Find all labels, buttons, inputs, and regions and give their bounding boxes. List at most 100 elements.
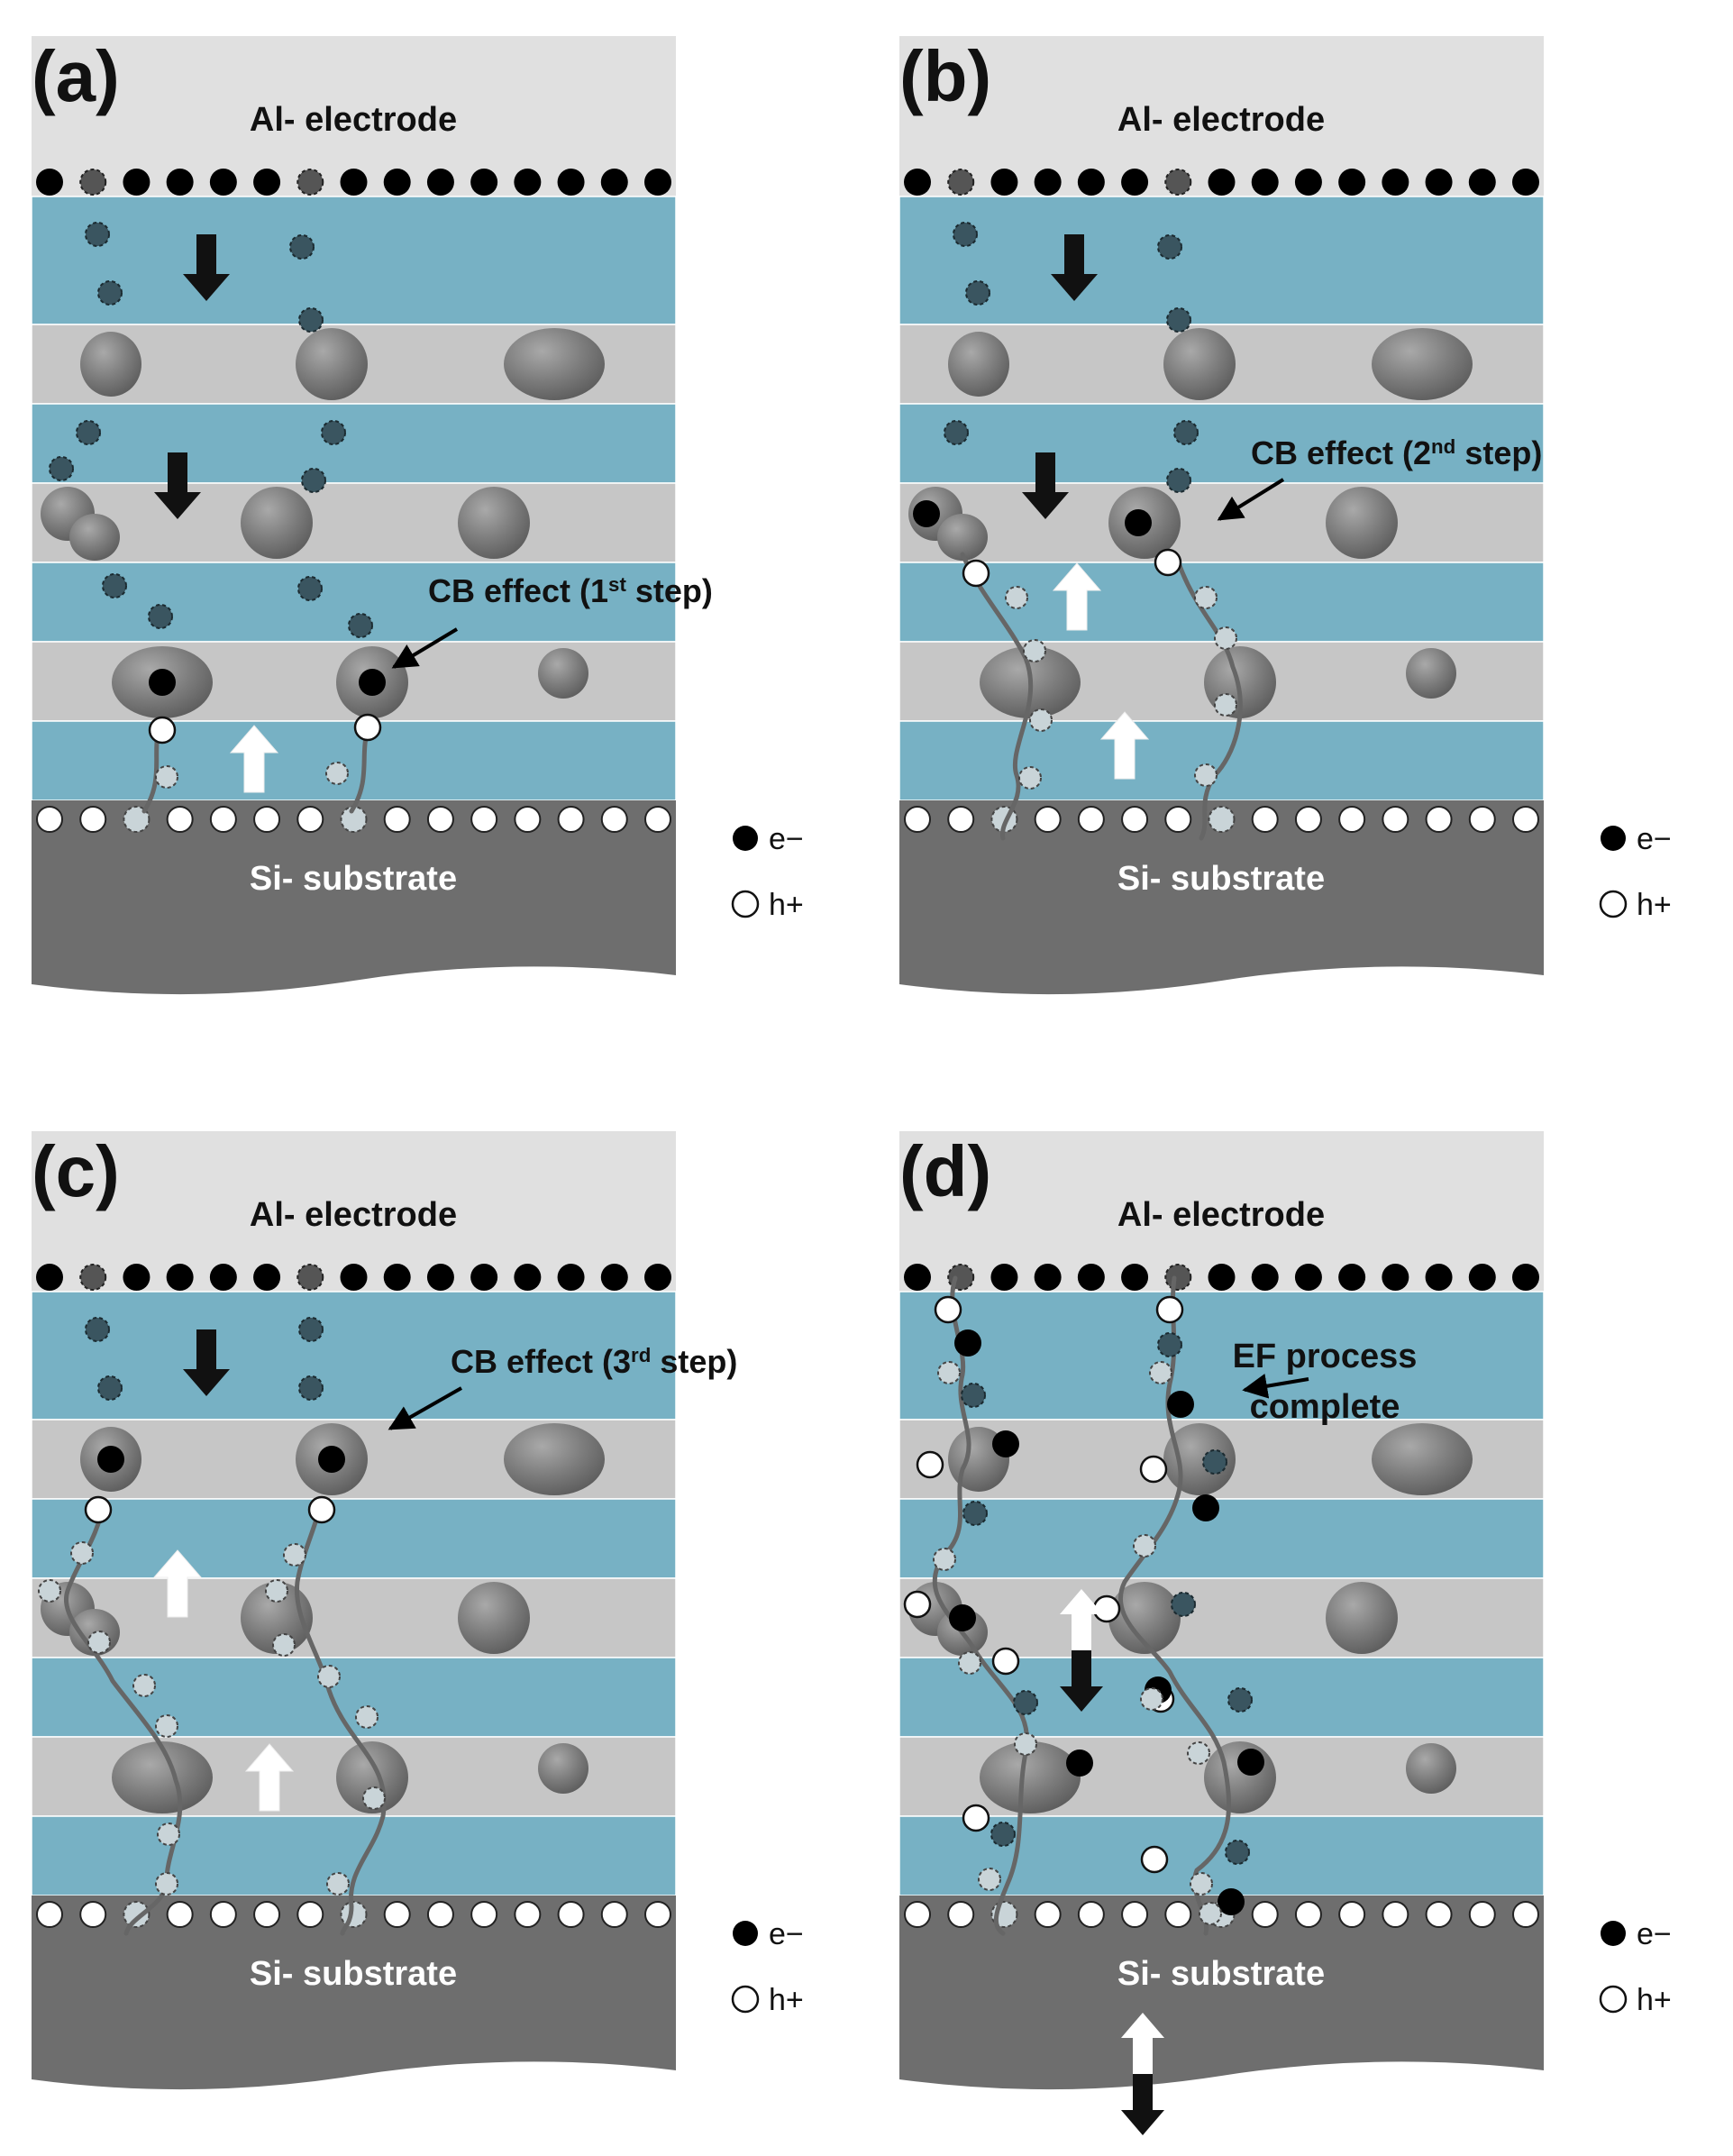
trapped-electron-dot — [79, 169, 107, 196]
trap-hole-dot — [38, 1579, 61, 1603]
trapped-charge-dot — [49, 456, 74, 481]
hole-dot — [1121, 806, 1149, 833]
electron-dot — [514, 1264, 542, 1291]
oxide-layer — [898, 403, 1545, 484]
electron-dot — [557, 169, 585, 196]
electron-dot — [644, 169, 671, 196]
substrate-hole-row — [36, 806, 671, 833]
electron-dot — [123, 1264, 150, 1291]
hole-dot — [383, 806, 411, 833]
electron-dot — [1034, 169, 1062, 196]
trap-hole-dot — [1149, 1361, 1172, 1384]
trapped-charge-dot — [85, 222, 110, 247]
legend: e−h+ — [1599, 1917, 1672, 2017]
annotation-pointer-arrow — [388, 1386, 462, 1430]
hole-dot — [1468, 1901, 1496, 1928]
hole-dot — [1121, 1901, 1149, 1928]
trapped-charge-dot — [298, 307, 324, 333]
annotation-pointer-arrow — [1242, 1373, 1309, 1399]
panel-label: (c) — [32, 1131, 120, 1211]
hole-dot — [307, 1495, 336, 1524]
electron-dot — [1512, 169, 1539, 196]
nanocrystal — [1108, 1582, 1181, 1654]
si-substrate-layer — [899, 800, 1544, 995]
nanocrystal — [458, 487, 530, 559]
substrate-label: Si- substrate — [250, 1955, 457, 1993]
electron-dot — [340, 169, 368, 196]
nanocrystal — [1372, 1423, 1473, 1495]
hole-dot — [904, 1901, 931, 1928]
trap-hole-dot — [1140, 1687, 1163, 1711]
panel-label: (a) — [32, 36, 120, 116]
nanocrystals — [41, 1423, 605, 1813]
trapped-electron-dot — [947, 169, 975, 196]
hole-dot — [1140, 1845, 1169, 1874]
trapped-charge-dot — [301, 468, 326, 493]
hole-dot — [36, 806, 63, 833]
electron-dot — [426, 1264, 454, 1291]
nanocrystal — [937, 514, 988, 561]
electron-dot — [383, 169, 411, 196]
hole-dot — [1382, 1901, 1409, 1928]
annotation-text-line1: EF process — [1233, 1338, 1418, 1375]
electron-dot — [514, 169, 542, 196]
nanocrystal-layer — [31, 482, 677, 563]
electron-dot — [954, 1329, 981, 1357]
hole-dot — [991, 1647, 1020, 1676]
electron-dot — [1237, 1749, 1264, 1776]
electron-flow-arrow-down — [1060, 1650, 1103, 1712]
trapped-charge-dot — [1171, 1592, 1196, 1617]
trapped-charge-dot — [1013, 1690, 1038, 1715]
oxide-layer — [898, 720, 1545, 801]
hole-dot — [148, 716, 177, 745]
electron-dot — [470, 169, 498, 196]
trapped-charge-dot — [1202, 1449, 1227, 1475]
hole-dot — [1338, 1901, 1366, 1928]
nanocrystal — [980, 1741, 1081, 1813]
legend-hole-marker — [731, 1985, 760, 2014]
trapped-charge-dot — [965, 280, 990, 306]
nanocrystal — [538, 1743, 588, 1794]
annotation-pointer-arrow — [391, 627, 459, 669]
legend-hole-label: h+ — [1637, 888, 1672, 922]
hole-dot — [947, 806, 975, 833]
hole-dot — [79, 1901, 107, 1928]
electron-flow-arrow-down — [154, 452, 201, 519]
trapped-charge-dot — [97, 280, 123, 306]
hole-flow-arrow-up — [1060, 1589, 1103, 1650]
trap-hole-dot — [155, 1872, 178, 1896]
electron-dot — [426, 169, 454, 196]
electron-dot — [990, 1264, 1018, 1291]
hole-dot — [84, 1495, 113, 1524]
hole-dot — [166, 806, 194, 833]
trap-hole-dot — [1029, 708, 1053, 732]
electron-dot — [1192, 1494, 1219, 1521]
trap-hole-dot — [958, 1651, 981, 1675]
trap-hole-dot — [123, 1901, 150, 1928]
nanocrystal-layer — [31, 1577, 677, 1658]
hole-dot — [426, 1901, 454, 1928]
electrode-electron-row — [36, 169, 671, 196]
si-substrate-layer — [32, 800, 676, 995]
trapped-charge-dot — [1225, 1840, 1250, 1865]
legend-electron-label: e− — [769, 1917, 804, 1951]
trapped-charge-dot — [1173, 420, 1199, 445]
electron-dot — [1251, 169, 1279, 196]
annotation-text: CB effect (2nd step) — [1251, 434, 1542, 471]
electrode-label: Al- electrode — [1117, 1196, 1325, 1234]
hole-dot — [1251, 806, 1279, 833]
conductive-filament — [960, 552, 1034, 841]
trap-hole-dot — [123, 806, 150, 833]
si-substrate-layer — [899, 1896, 1544, 2090]
nanocrystal — [241, 1582, 313, 1654]
trap-hole-dot — [340, 1901, 368, 1928]
hole-dot — [1154, 548, 1182, 577]
trapped-charge-dot — [97, 1375, 123, 1401]
hole-dot — [903, 1590, 932, 1619]
trapped-charge-dot — [962, 1501, 988, 1526]
oxide-layer — [31, 1657, 677, 1738]
trapped-electron-dot — [1164, 169, 1192, 196]
hole-dot — [470, 1901, 498, 1928]
